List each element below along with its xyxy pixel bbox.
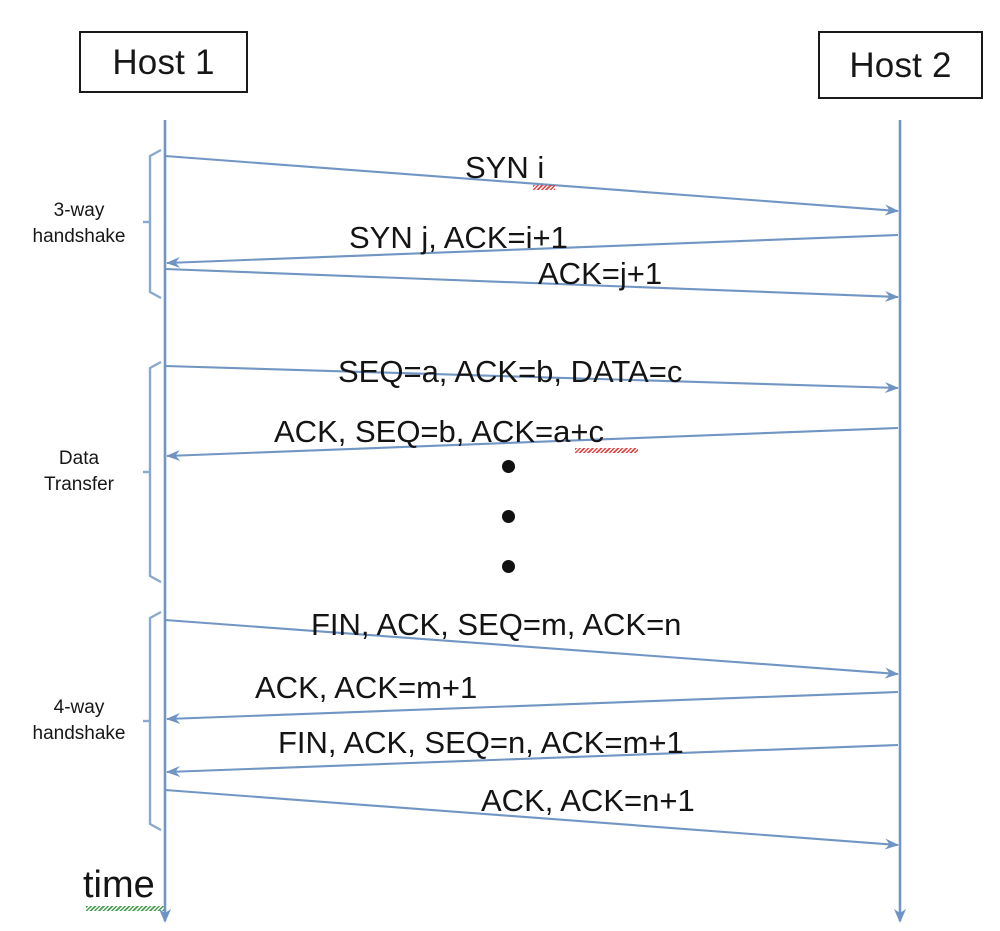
bracket-three-way-handshake	[148, 148, 162, 300]
label-msg-ack-j1: ACK=j+1	[538, 256, 663, 291]
arrow-msg-ack-j1	[164, 267, 899, 302]
host-2-box: Host 2	[818, 31, 983, 99]
label-msg-syn-j-ack: SYN j, ACK=i+1	[349, 220, 568, 255]
arrow-msg-data-seq-a	[164, 364, 899, 394]
arrow-msg-syn-j-ack	[166, 233, 899, 268]
bracket-four-way-handshake	[148, 610, 162, 832]
label-msg-syn-i: SYN i	[465, 150, 545, 185]
ellipsis-dot-1	[502, 460, 515, 473]
arrow-msg-data-ack-b	[166, 426, 899, 461]
section-label-four-way-handshake: 4-way handshake	[32, 697, 126, 744]
host-2-label: Host 2	[849, 45, 952, 85]
label-msg-fin-ack-m: FIN, ACK, SEQ=m, ACK=n	[311, 607, 682, 642]
message-arrows-group	[164, 154, 899, 850]
spellcheck-squiggle-msg-syn-i	[533, 185, 555, 190]
label-msg-ack-n1: ACK, ACK=n+1	[481, 783, 695, 818]
bracket-data-transfer	[148, 360, 162, 584]
arrow-msg-ack-n1	[164, 788, 899, 850]
arrow-msg-fin-ack-n	[166, 743, 899, 778]
host-1-label: Host 1	[112, 42, 215, 82]
arrow-msg-fin-ack-m	[164, 618, 899, 679]
spellcheck-squiggle-msg-data-ack-b	[575, 448, 638, 453]
lifelines-group	[159, 120, 906, 923]
time-axis-label: time	[83, 864, 155, 906]
section-label-three-way-handshake: 3-way handshake	[32, 200, 126, 247]
arrow-msg-ack-m1	[166, 690, 899, 725]
ellipsis-dot-3	[502, 560, 515, 573]
arrow-msg-syn-i	[164, 154, 899, 216]
label-msg-data-ack-b: ACK, SEQ=b, ACK=a+c	[274, 414, 604, 449]
label-msg-data-seq-a: SEQ=a, ACK=b, DATA=c	[338, 354, 683, 389]
label-msg-fin-ack-n: FIN, ACK, SEQ=n, ACK=m+1	[278, 725, 684, 760]
ellipsis-dot-2	[502, 510, 515, 523]
section-label-data-transfer: Data Transfer	[43, 448, 115, 495]
grammar-squiggle-time	[86, 906, 164, 911]
section-brackets-group	[143, 148, 162, 832]
label-msg-ack-m1: ACK, ACK=m+1	[255, 670, 478, 705]
host-1-box: Host 1	[79, 31, 248, 93]
